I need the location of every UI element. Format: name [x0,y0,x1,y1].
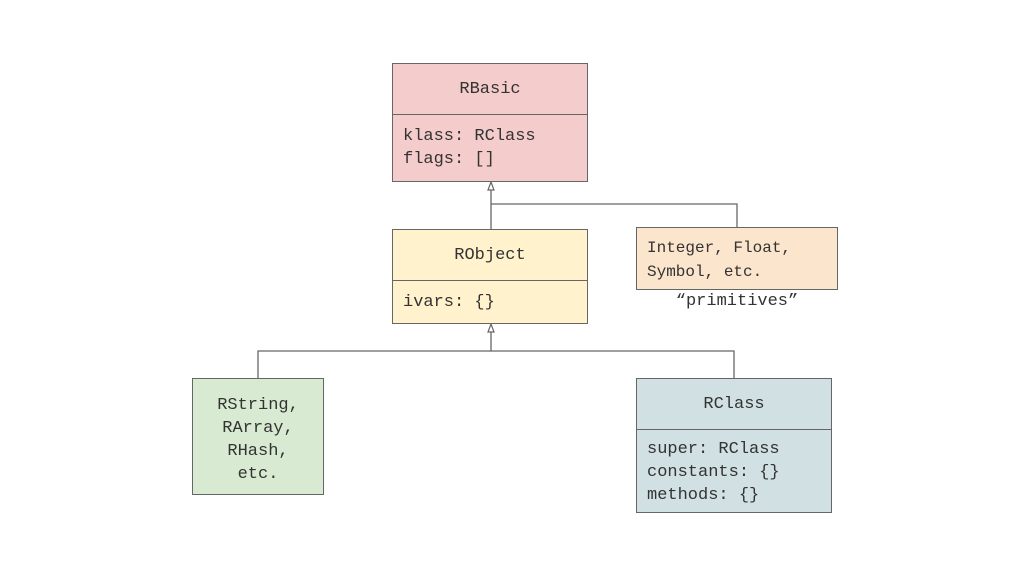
rclass-field: constants: {} [647,463,780,482]
rbasic-field: flags: [] [403,150,495,169]
primitives-box: Integer, Float, Symbol, etc. [636,227,838,290]
primitives-line: Integer, Float, [647,239,792,257]
connector-primitives-rbasic [491,203,738,227]
robject-title: RObject [393,230,587,281]
inherit-arrow-rbasic [487,180,495,191]
rbasic-box: RBasic klass: RClass flags: [] [392,63,588,182]
rclass-box: RClass super: RClass constants: {} metho… [636,378,832,513]
rclass-field: super: RClass [647,440,780,459]
primitives-caption: “primitives” [675,292,799,311]
rclass-fields: super: RClass constants: {} methods: {} [637,430,831,507]
primitives-line: Symbol, etc. [647,263,763,281]
rbasic-fields: klass: RClass flags: [] [393,115,587,171]
inherit-arrow-robject [487,322,495,333]
rstring-box: RString, RArray, RHash, etc. [192,378,324,495]
robject-field: ivars: {} [403,293,495,312]
rclass-title: RClass [637,379,831,430]
rstring-line: RArray, [222,419,294,438]
rstring-line: RString, [217,396,299,415]
connector-rclass-robject [490,332,735,378]
rstring-line: RHash, [227,442,289,461]
robject-box: RObject ivars: {} [392,229,588,324]
connector-rstring-robject [257,350,491,378]
rbasic-field: klass: RClass [403,127,536,146]
rstring-line: etc. [237,465,279,484]
rbasic-title: RBasic [393,64,587,115]
robject-fields: ivars: {} [393,281,587,314]
rclass-field: methods: {} [647,486,760,505]
